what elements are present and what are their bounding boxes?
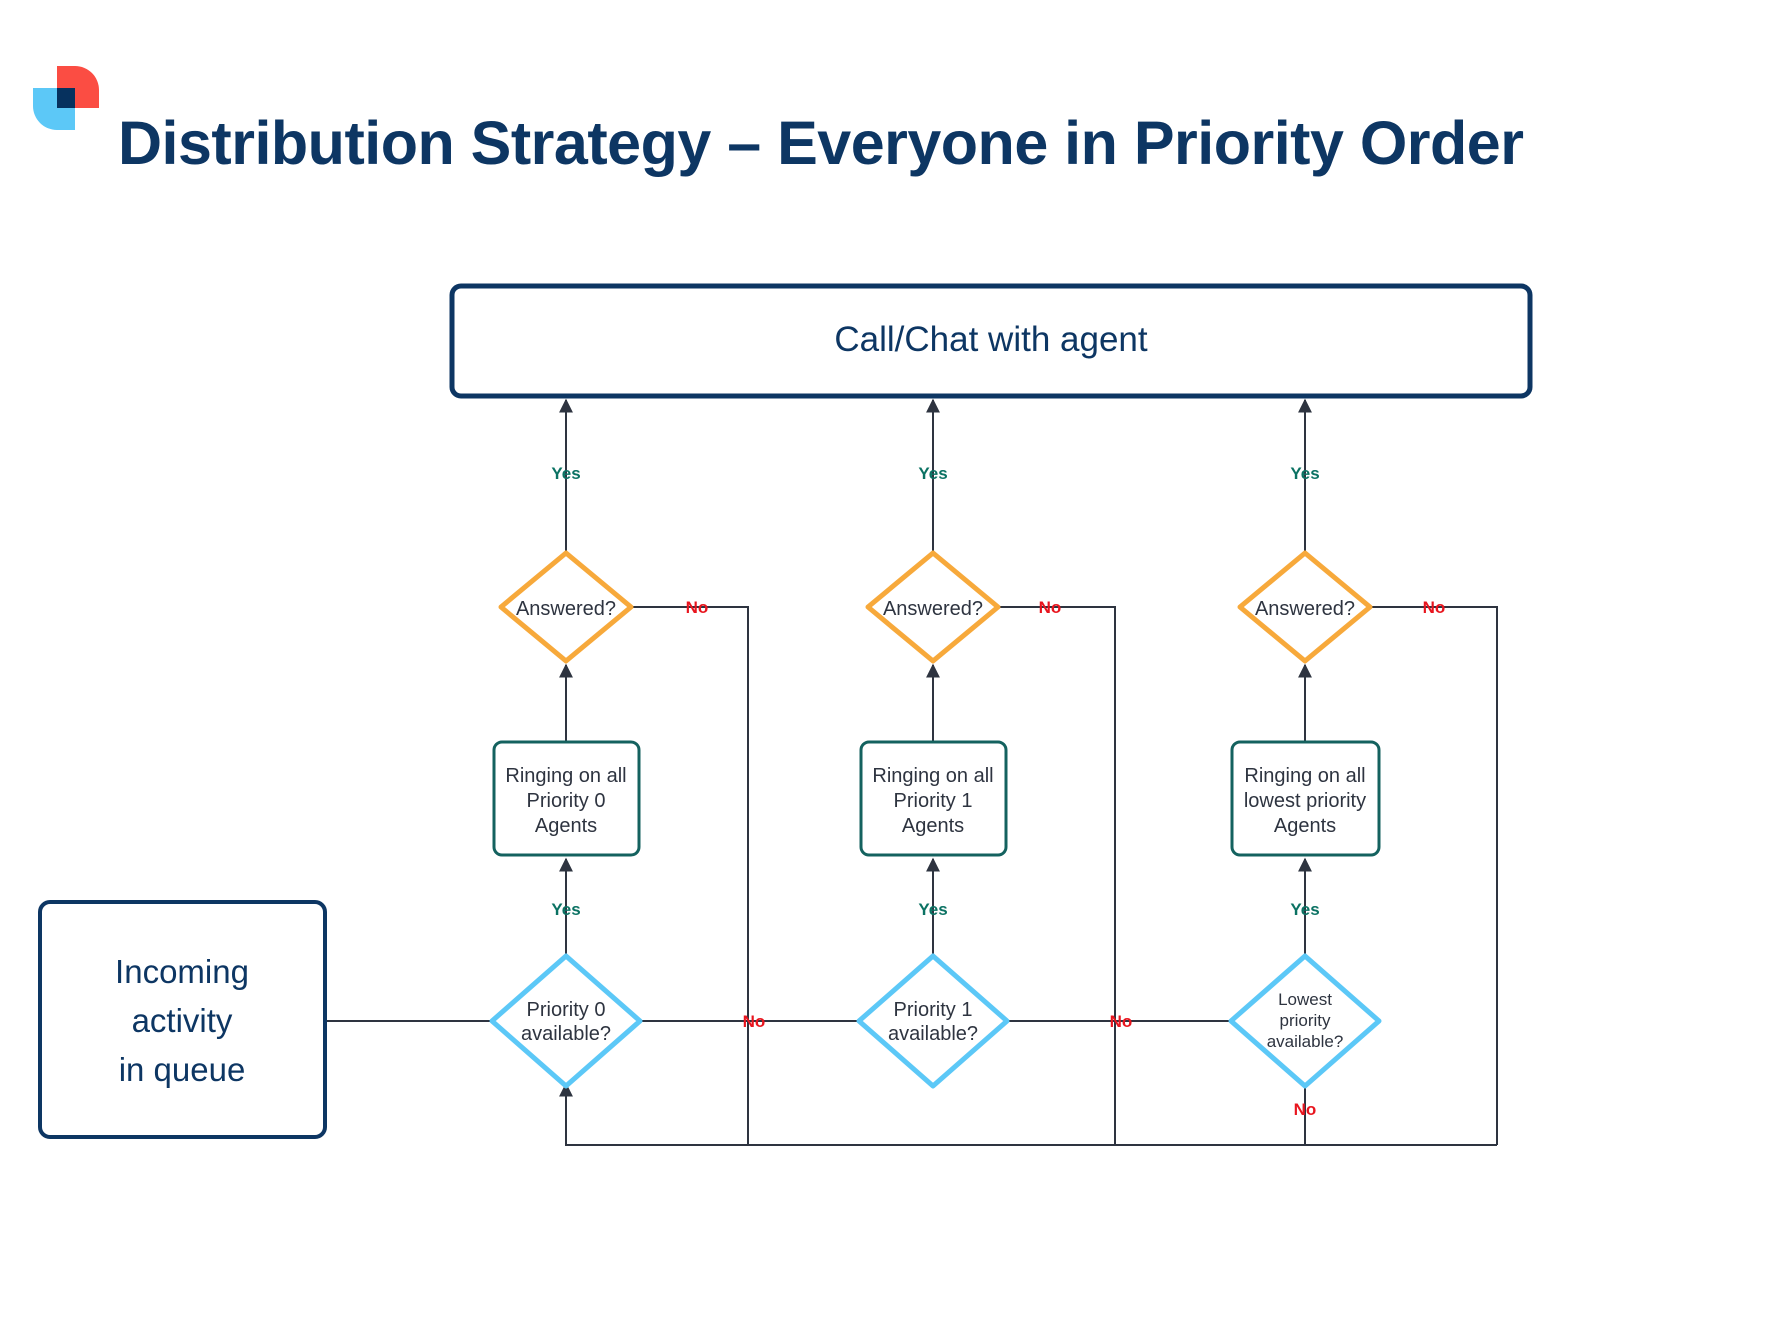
edge-label-p1-no-available: No: [1110, 1012, 1133, 1031]
available-diamond-lp[interactable]: [1228, 953, 1382, 1089]
incoming-activity-line2: activity: [132, 1002, 233, 1039]
edge-label-p0-no-available: No: [743, 1012, 766, 1031]
edge-label-p1-yes-terminal: Yes: [918, 464, 947, 483]
incoming-activity-line3: in queue: [119, 1051, 246, 1088]
node-ringing-lowest-priority[interactable]: Ringing on all lowest priority Agents: [1230, 740, 1381, 857]
edge-label-p0-yes-ringing: Yes: [551, 900, 580, 919]
available-diamond-p1[interactable]: [856, 953, 1010, 1089]
ringing-lp-line3: Agents: [1274, 815, 1336, 837]
edge-lp-answered-no-loop: [1370, 606, 1498, 1145]
edge-label-p0-yes-terminal: Yes: [551, 464, 580, 483]
ringing-p0-line3: Agents: [535, 815, 597, 837]
node-answered-priority-1[interactable]: Answered?: [865, 550, 1001, 664]
edge-label-lp-yes-ringing: Yes: [1290, 900, 1319, 919]
ringing-box-p0[interactable]: [492, 740, 641, 857]
edge-label-lp-yes-terminal: Yes: [1290, 464, 1319, 483]
logo-icon: [31, 64, 101, 132]
node-answered-lowest-priority[interactable]: Answered?: [1237, 550, 1373, 664]
ringing-lp-line1: Ringing on all: [1244, 765, 1365, 787]
ringing-p1-line3: Agents: [902, 815, 964, 837]
node-available-lowest-priority[interactable]: Lowest priority available?: [1228, 953, 1382, 1089]
answered-diamond-lp[interactable]: [1237, 550, 1373, 664]
edge-return-rail: [559, 1082, 1497, 1146]
edge-labels: Yes Yes Yes Yes Yes Yes No No No No No N…: [551, 464, 1445, 1119]
call-chat-label: Call/Chat with agent: [834, 320, 1147, 359]
available-diamond-p0[interactable]: [489, 953, 643, 1089]
ringing-p0-line1: Ringing on all: [505, 765, 626, 787]
available-lp-line1: Lowest: [1278, 990, 1332, 1009]
available-lp-line3: available?: [1267, 1032, 1344, 1051]
edge-label-p1-no-answered: No: [1039, 598, 1062, 617]
incoming-activity-line1: Incoming: [115, 953, 249, 990]
available-p0-line2: available?: [521, 1023, 611, 1045]
node-call-chat-with-agent[interactable]: Call/Chat with agent: [449, 283, 1533, 399]
available-lp-line2: priority: [1279, 1011, 1331, 1030]
call-chat-box[interactable]: [449, 283, 1533, 399]
node-incoming-activity[interactable]: Incoming activity in queue: [38, 900, 327, 1139]
ringing-lp-line2: lowest priority: [1244, 790, 1366, 812]
incoming-activity-box[interactable]: [38, 900, 327, 1139]
edge-label-lp-no-available: No: [1294, 1100, 1317, 1119]
available-p0-line1: Priority 0: [527, 999, 606, 1021]
edge-label-p0-no-answered: No: [686, 598, 709, 617]
ringing-box-lp[interactable]: [1230, 740, 1381, 857]
node-answered-priority-0[interactable]: Answered?: [498, 550, 634, 664]
ringing-p0-line2: Priority 0: [527, 790, 606, 812]
available-p1-line2: available?: [888, 1023, 978, 1045]
node-available-priority-1[interactable]: Priority 1 available?: [856, 953, 1010, 1089]
answered-label-p0: Answered?: [516, 598, 616, 620]
answered-label-lp: Answered?: [1255, 598, 1355, 620]
answered-diamond-p1[interactable]: [865, 550, 1001, 664]
node-ringing-priority-0[interactable]: Ringing on all Priority 0 Agents: [492, 740, 641, 857]
node-available-priority-0[interactable]: Priority 0 available?: [489, 953, 643, 1089]
available-p1-line1: Priority 1: [894, 999, 973, 1021]
answered-label-p1: Answered?: [883, 598, 983, 620]
ringing-box-p1[interactable]: [859, 740, 1008, 857]
edge-label-lp-no-answered: No: [1423, 598, 1446, 617]
page-title: Distribution Strategy – Everyone in Prio…: [118, 109, 1524, 177]
answered-diamond-p0[interactable]: [498, 550, 634, 664]
edge-label-p1-yes-ringing: Yes: [918, 900, 947, 919]
ringing-p1-line2: Priority 1: [894, 790, 973, 812]
node-ringing-priority-1[interactable]: Ringing on all Priority 1 Agents: [859, 740, 1008, 857]
ringing-p1-line1: Ringing on all: [872, 765, 993, 787]
edge-p0-no-loop: [631, 606, 749, 1145]
edge-p1-no-loop: [998, 606, 1116, 1145]
